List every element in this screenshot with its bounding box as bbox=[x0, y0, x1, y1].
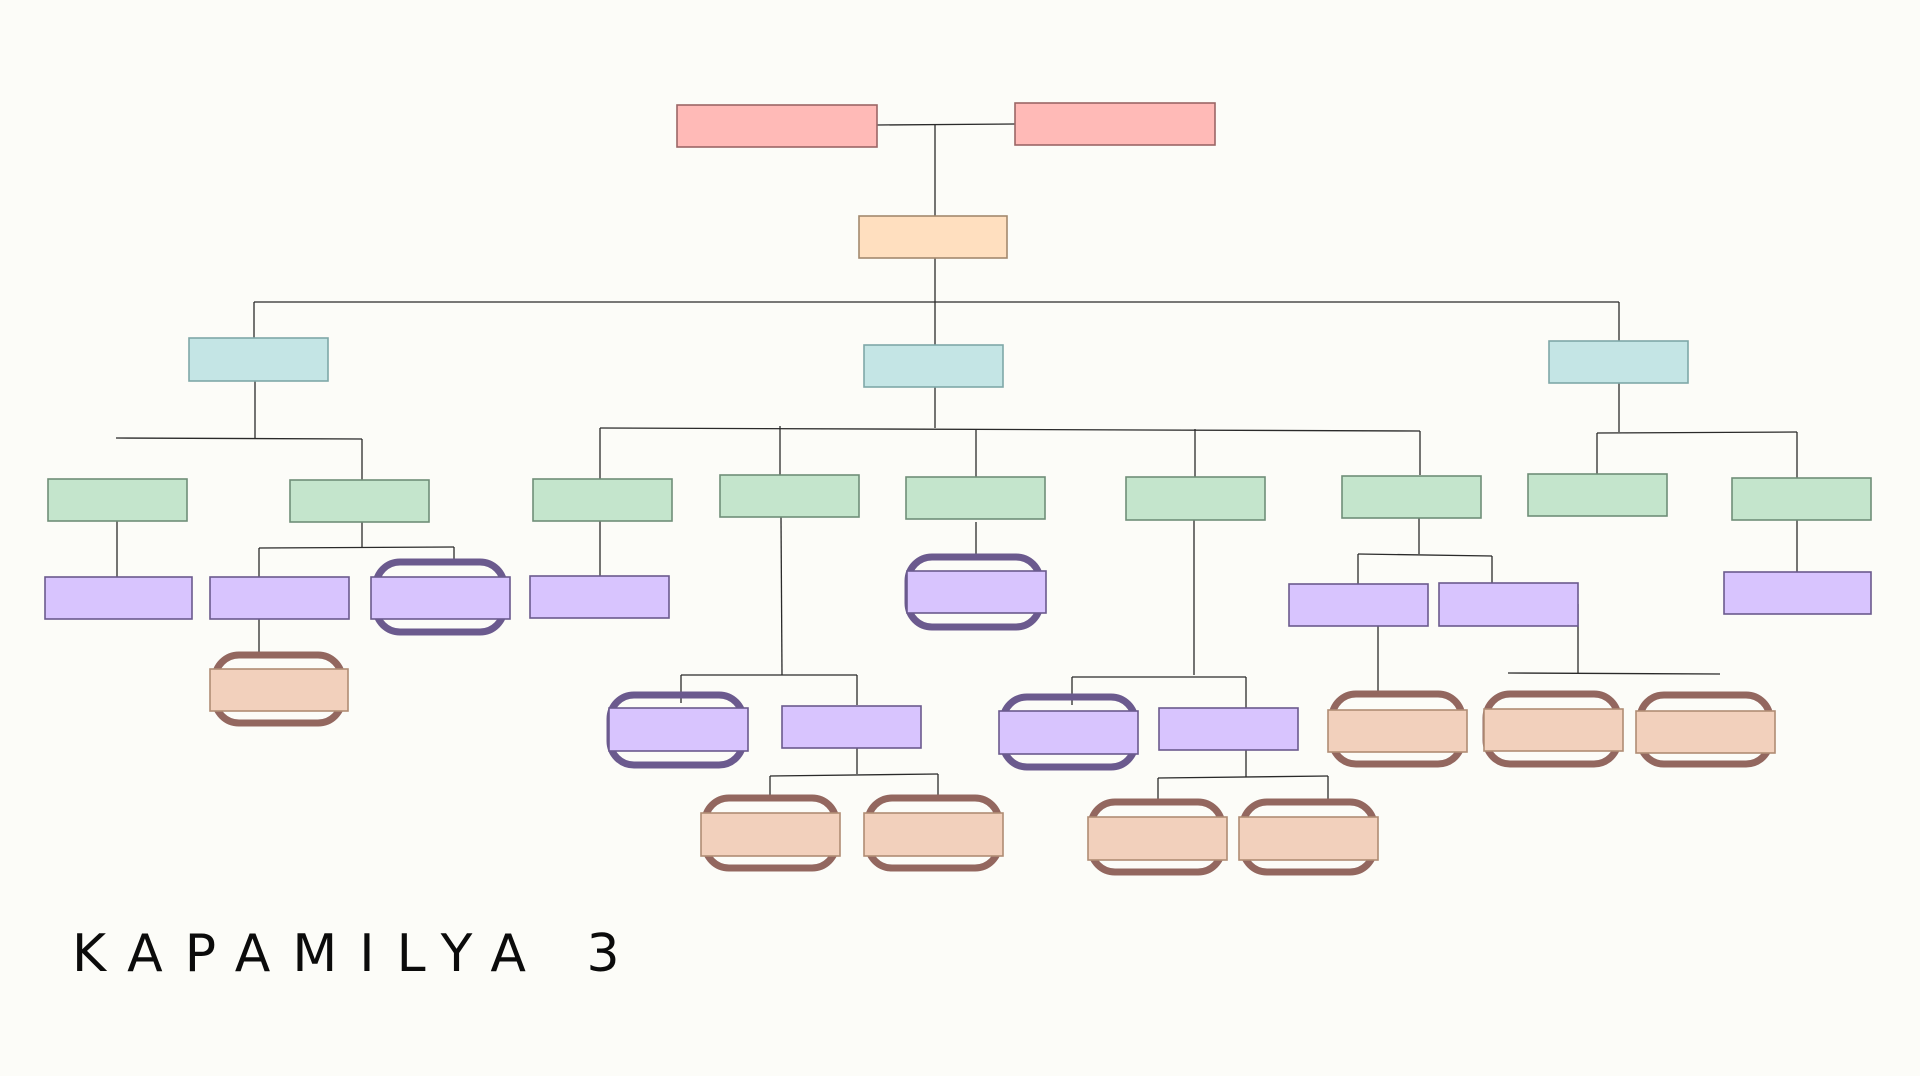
person-box-great-grandchild bbox=[1288, 583, 1429, 627]
person-box-great-grandchild bbox=[529, 575, 670, 619]
person-box-great-grandchild bbox=[44, 576, 193, 620]
person-box-grandchild bbox=[1341, 475, 1482, 519]
person-box-grandparent bbox=[676, 104, 878, 148]
person-box-grandchild bbox=[532, 478, 673, 522]
connector-line bbox=[599, 427, 1421, 432]
person-box-grandchild bbox=[289, 479, 430, 523]
person-box-descendant bbox=[1635, 710, 1776, 754]
person-box-great-grandchild bbox=[906, 570, 1047, 614]
person-box-great-grandchild bbox=[370, 576, 511, 620]
person-box-great-grandchild bbox=[1723, 571, 1872, 615]
connector-line bbox=[876, 123, 1016, 126]
person-box-descendant bbox=[1483, 708, 1624, 752]
person-box-descendant bbox=[700, 812, 841, 857]
connector-line bbox=[1357, 553, 1493, 557]
person-box-parent bbox=[858, 215, 1008, 259]
connector-line bbox=[1157, 775, 1329, 779]
connector-line bbox=[1507, 672, 1721, 675]
connector-line bbox=[769, 773, 939, 777]
connector-line bbox=[1596, 431, 1798, 434]
person-box-child bbox=[863, 344, 1004, 388]
person-box-great-grandchild bbox=[781, 705, 922, 749]
person-box-great-grandchild bbox=[998, 710, 1139, 755]
person-box-grandchild bbox=[1527, 473, 1668, 517]
person-box-descendant bbox=[1238, 816, 1379, 861]
person-box-grandchild bbox=[905, 476, 1046, 520]
person-box-great-grandchild bbox=[1438, 582, 1579, 627]
person-box-grandchild bbox=[719, 474, 860, 518]
person-box-descendant bbox=[1327, 709, 1468, 753]
connector-line bbox=[115, 437, 363, 440]
person-box-grandchild bbox=[1731, 477, 1872, 521]
connector-line bbox=[258, 546, 455, 549]
person-box-grandchild bbox=[1125, 476, 1266, 521]
connector-lines bbox=[115, 123, 1798, 801]
person-box-child bbox=[1548, 340, 1689, 384]
person-boxes bbox=[44, 102, 1872, 861]
person-box-child bbox=[188, 337, 329, 382]
connector-line bbox=[780, 516, 783, 676]
person-box-great-grandchild bbox=[209, 576, 350, 620]
person-box-great-grandchild bbox=[608, 707, 749, 752]
person-box-descendant bbox=[209, 668, 349, 712]
page-title: KAPAMILYA 3 bbox=[72, 924, 642, 984]
person-box-grandparent bbox=[1014, 102, 1216, 146]
person-box-great-grandchild bbox=[1158, 707, 1299, 751]
person-box-descendant bbox=[1087, 816, 1228, 861]
person-box-descendant bbox=[863, 812, 1004, 857]
person-box-grandchild bbox=[47, 478, 188, 522]
